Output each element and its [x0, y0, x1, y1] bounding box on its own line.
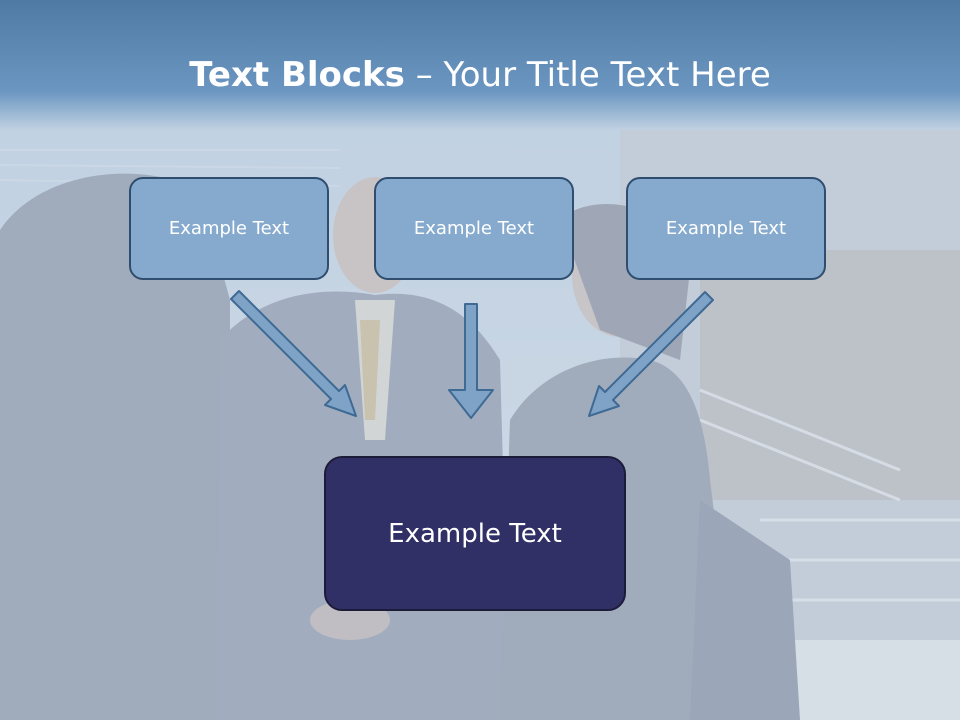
text-block-3-label: Example Text [665, 218, 787, 239]
center-text-block-label: Example Text [388, 518, 562, 549]
title-bold-part: Text Blocks [189, 55, 405, 95]
text-block-1-label: Example Text [168, 218, 290, 239]
arrow-center [448, 303, 494, 419]
header-band [0, 0, 960, 130]
center-text-block[interactable]: Example Text [324, 456, 626, 611]
title-regular-part: – Your Title Text Here [404, 55, 771, 95]
text-block-3[interactable]: Example Text [626, 177, 826, 280]
text-block-1[interactable]: Example Text [129, 177, 329, 280]
text-block-2[interactable]: Example Text [374, 177, 574, 280]
slide-title: Text Blocks – Your Title Text Here [0, 55, 960, 95]
arrow-left [230, 290, 357, 417]
text-block-2-label: Example Text [413, 218, 535, 239]
arrow-right [588, 291, 714, 417]
